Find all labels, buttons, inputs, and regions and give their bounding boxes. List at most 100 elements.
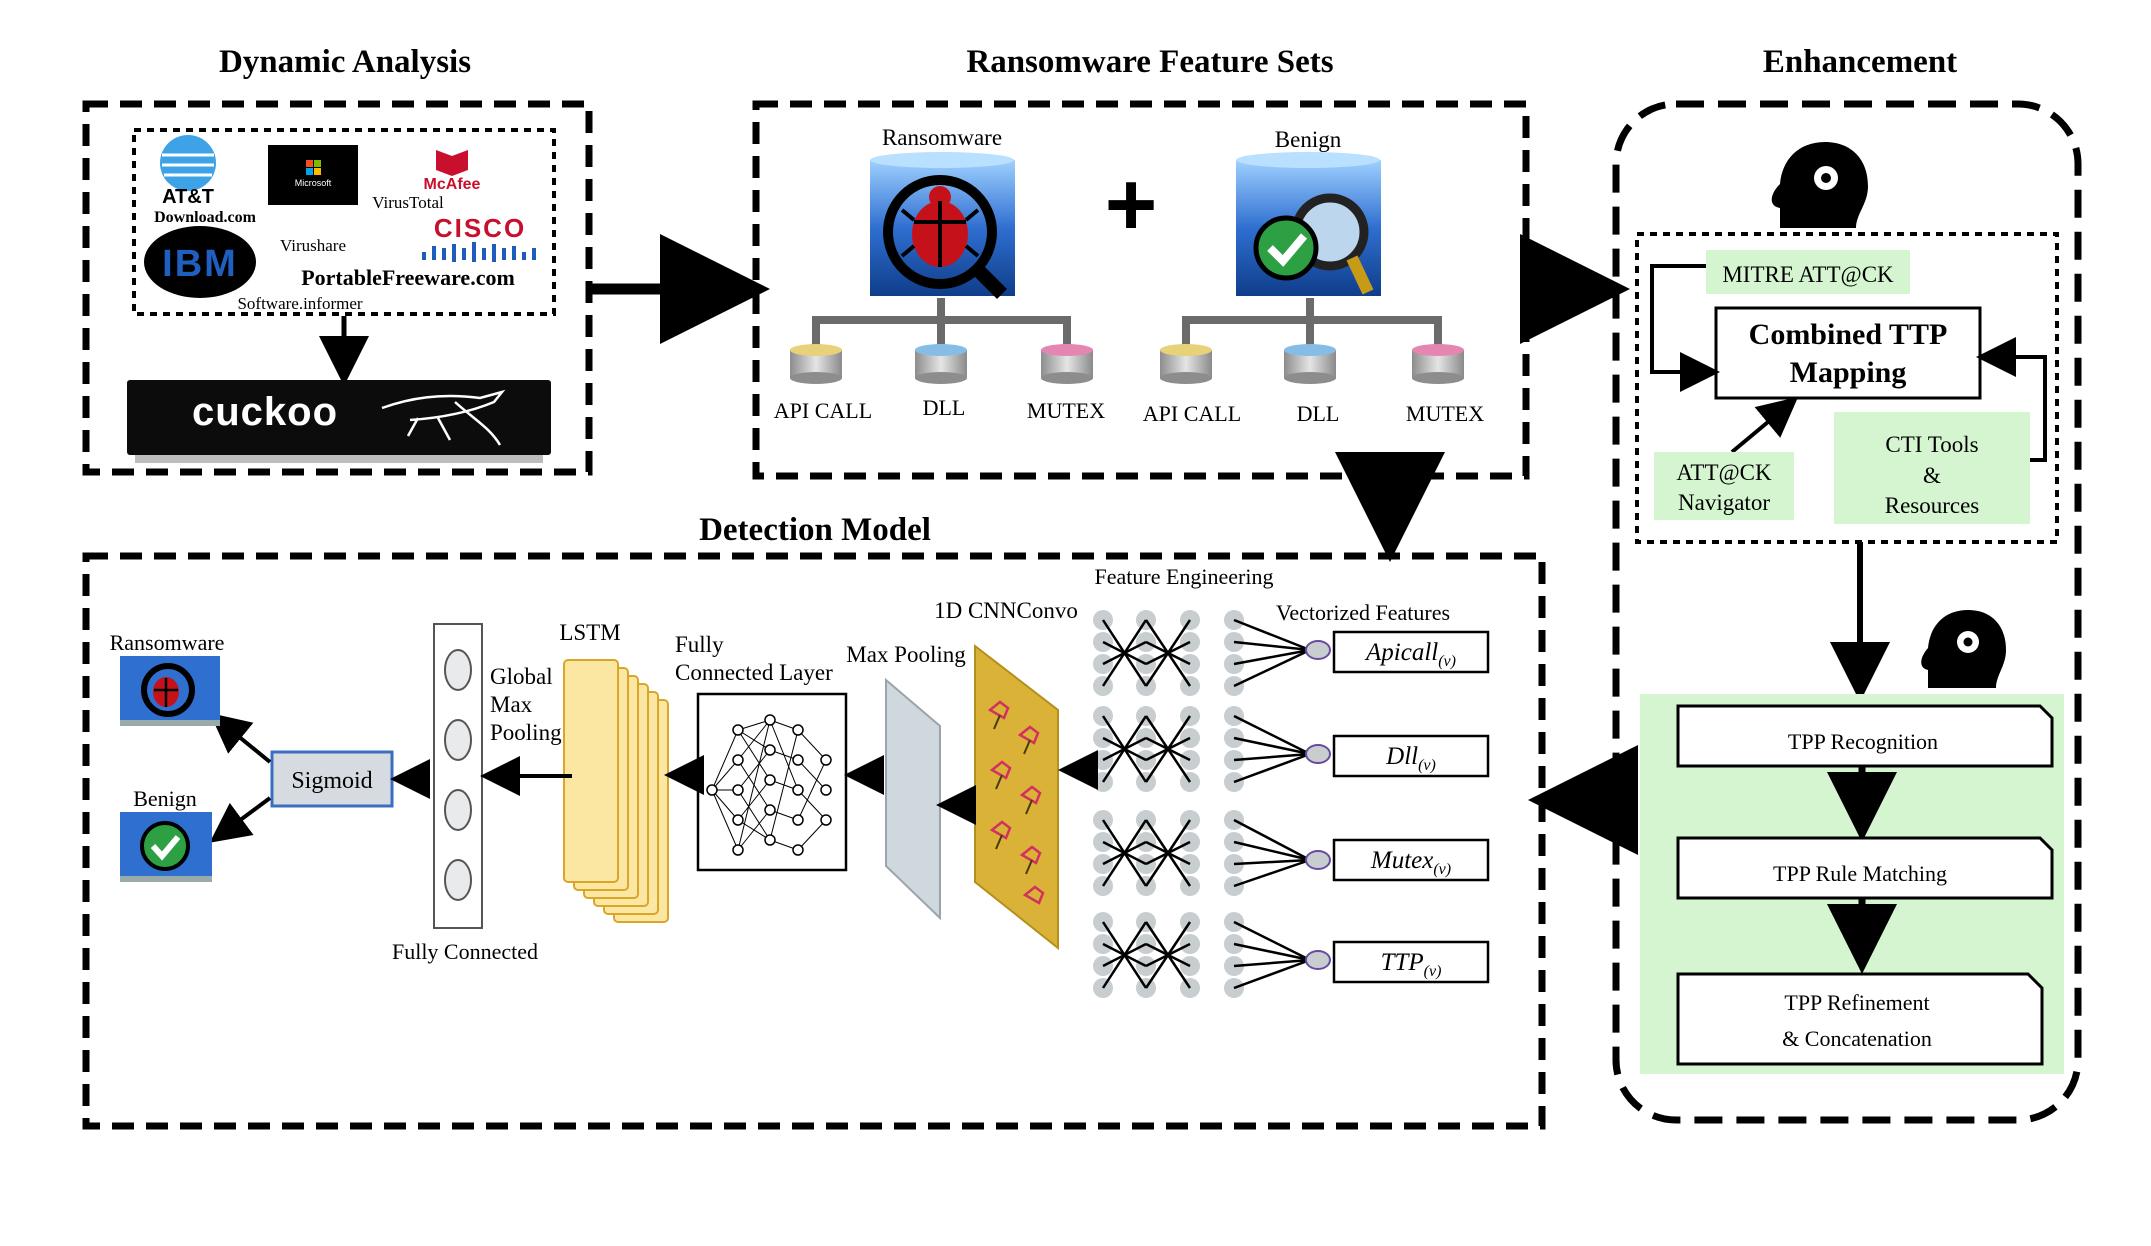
vector-sub-dll: (v) (1418, 757, 1436, 774)
heading-detection-model: Detection Model (699, 512, 931, 548)
download-com-label: Download.com (154, 209, 256, 226)
vector-box-dll (1332, 734, 1490, 778)
navigator-box (1654, 452, 1794, 520)
ransomware-feature-dll: DLL (923, 395, 966, 420)
feature-can-icons (790, 344, 1464, 384)
ransomware-feature-mutex: MUTEX (1027, 398, 1105, 423)
max-pooling-label: Max Pooling (846, 642, 966, 667)
sigmoid-label: Sigmoid (291, 768, 372, 794)
feature-network (1093, 810, 1331, 896)
att-label: AT&T (162, 186, 214, 208)
benign-database-icon (1236, 152, 1381, 296)
vector-box-mutex (1332, 838, 1490, 882)
tpp-rule-matching-box (1676, 836, 2054, 900)
mitre-box (1706, 250, 1910, 294)
feature-network (1093, 912, 1331, 998)
cuckoo-logo: cuckoo (127, 380, 551, 463)
combined-ttp-line1: Combined TTP (1749, 318, 1948, 351)
navigator-line2: Navigator (1678, 490, 1770, 515)
fc-layer-line2: Connected Layer (675, 660, 833, 685)
portablefreeware-label: PortableFreeware.com (301, 265, 515, 290)
combined-ttp-box (1714, 306, 1982, 400)
cti-line1: CTI Tools (1885, 432, 1978, 457)
enhancement-panel (1612, 100, 2082, 1124)
gmp-line2: Max (490, 692, 533, 717)
fully-connected-label: Fully Connected (392, 939, 538, 964)
fc-layer-network (706, 714, 832, 856)
combined-ttp-line2: Mapping (1790, 356, 1907, 389)
heading-enhancement: Enhancement (1763, 44, 1957, 80)
benign-db-label: Benign (1275, 127, 1342, 152)
output-benign-icon (120, 812, 212, 882)
lstm-label: LSTM (559, 620, 620, 645)
vectorized-features-label: Vectorized Features (1276, 600, 1450, 625)
ransomware-database-icon (870, 152, 1015, 299)
ttp-mapping-box (1635, 232, 2059, 544)
vector-label-dll: Dll(v) (1385, 743, 1436, 774)
cisco-label: CISCO (434, 213, 526, 243)
benign-feature-mutex: MUTEX (1406, 401, 1484, 426)
cuckoo-label: cuckoo (192, 390, 338, 434)
heading-feature-sets: Ransomware Feature Sets (966, 44, 1333, 80)
lstm-layer (563, 659, 669, 923)
head-lightbulb-icon-2 (1921, 610, 2006, 688)
benign-feature-api: API CALL (1143, 401, 1241, 426)
vector-label-ttp: TTP(v) (1381, 949, 1442, 980)
cti-box (1834, 412, 2030, 524)
gmp-line1: Global (490, 664, 553, 689)
max-pooling-layer (885, 677, 941, 921)
feature-engineering-networks (1093, 610, 1331, 998)
cti-line3: Resources (1885, 493, 1980, 518)
vector-sub-ttp: (v) (1424, 963, 1442, 980)
detection-model-panel (82, 552, 1546, 1130)
vector-base-mutex: Mutex (1370, 847, 1433, 874)
virustotal-label: VirusTotal (372, 193, 444, 212)
cti-to-combined-arrow (1976, 337, 2047, 462)
benign-feature-dll: DLL (1297, 401, 1340, 426)
att-logo: AT&T (160, 135, 216, 208)
vector-base-apicall: Apicall (1364, 639, 1438, 666)
cisco-logo: CISCO (422, 213, 536, 262)
vector-base-ttp: TTP (1381, 949, 1424, 976)
tpp-refinement-line1: TPP Refinement (1784, 990, 1929, 1015)
virushare-label: Virushare (280, 236, 346, 255)
ibm-label: IBM (162, 243, 238, 285)
sources-box (132, 128, 556, 316)
output-ransomware-icon (120, 656, 220, 726)
sigmoid-to-benign-arrow (209, 796, 272, 843)
ransomware-db-label: Ransomware (882, 125, 1002, 150)
mcafee-label: McAfee (424, 176, 481, 193)
navigator-line1: ATT@CK (1676, 460, 1772, 485)
vector-label-apicall: Apicall(v) (1364, 639, 1456, 670)
cnn-layer (974, 643, 1059, 951)
navigator-to-combined-arrow (1730, 396, 1799, 454)
ransomware-feature-api: API CALL (774, 398, 872, 423)
tpp-refinement-line2: & Concatenation (1782, 1026, 1932, 1051)
vector-sub-mutex: (v) (1433, 861, 1451, 878)
software-informer-label: Software.informer (237, 294, 362, 313)
mcafee-logo: McAfee (424, 150, 481, 193)
feature-network (1093, 610, 1331, 696)
ransomware-feature-tree (812, 298, 1071, 350)
sigmoid-to-ransomware-arrow (209, 712, 272, 764)
gmp-line3: Pooling (490, 720, 562, 745)
tpp-recognition-box (1676, 704, 2054, 768)
benign-feature-tree (1182, 298, 1442, 350)
cti-line2: & (1923, 463, 1941, 488)
mitre-label: MITRE ATT@CK (1722, 262, 1894, 287)
output-ransomware-label: Ransomware (110, 630, 225, 655)
fully-connected-nodes (444, 649, 472, 901)
feature-engineering-label: Feature Engineering (1095, 564, 1274, 589)
mitre-to-combined-arrow (1650, 264, 1720, 392)
vector-box-ttp (1332, 940, 1490, 984)
fc-layer-line1: Fully (675, 632, 724, 657)
microsoft-label: Microsoft (295, 178, 332, 188)
feature-network (1093, 706, 1331, 792)
tpp-rule-matching-label: TPP Rule Matching (1773, 861, 1947, 886)
vector-label-mutex: Mutex(v) (1370, 847, 1451, 878)
microsoft-logo: Microsoft (268, 145, 358, 205)
ibm-logo: IBM (144, 226, 256, 298)
head-lightbulb-icon (1771, 142, 1868, 228)
plus-sign: + (1105, 155, 1158, 255)
